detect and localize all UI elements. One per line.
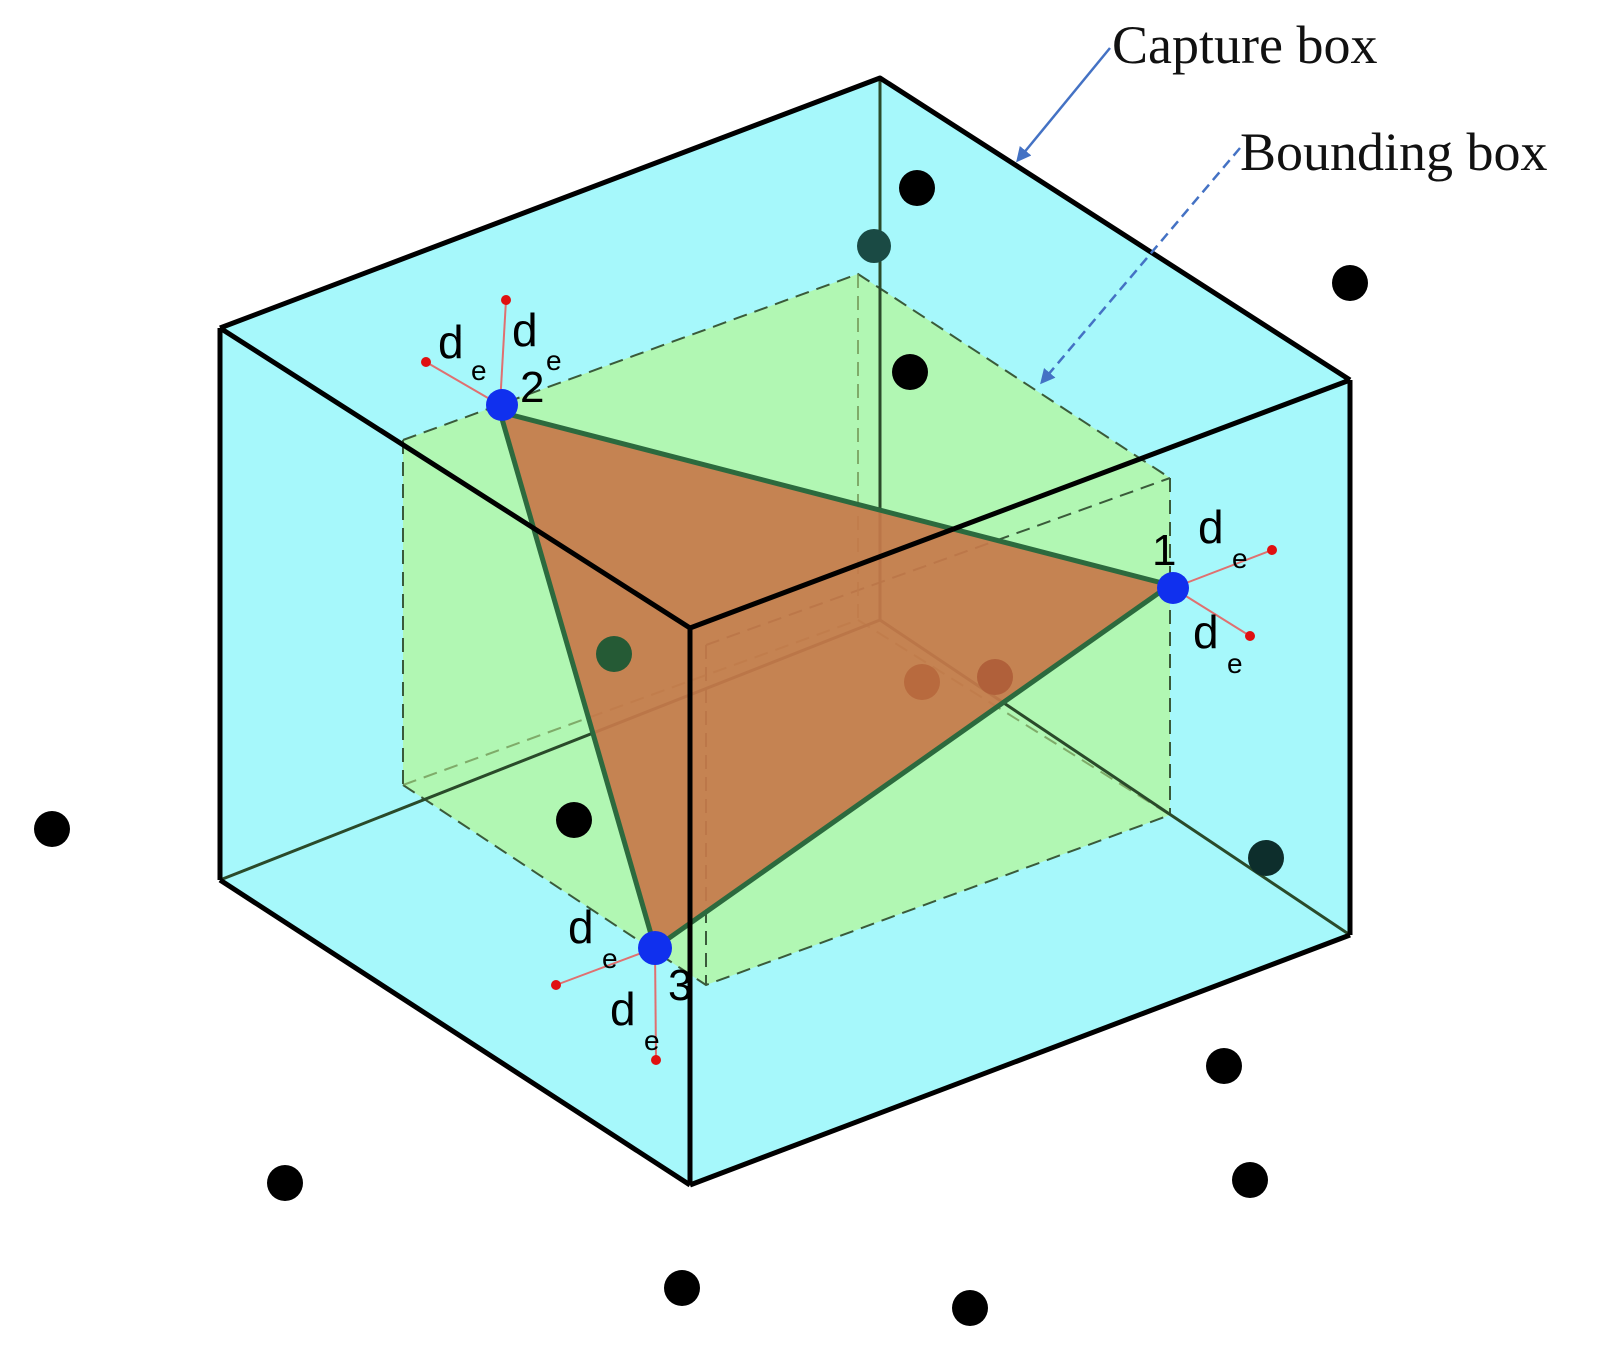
exterior-point bbox=[1206, 1048, 1242, 1084]
vertex-2: 2 d e d e bbox=[421, 295, 562, 421]
offset-marker bbox=[1267, 545, 1277, 555]
capture-box-arrow bbox=[1016, 47, 1111, 163]
capture-box-label: Capture box bbox=[1112, 15, 1377, 75]
vertex-label: 3 bbox=[668, 961, 692, 1010]
offset-subscript: e bbox=[546, 345, 562, 376]
offset-line bbox=[654, 947, 657, 1061]
interior-point bbox=[892, 354, 928, 390]
exterior-point bbox=[899, 170, 935, 206]
triangle-points bbox=[596, 636, 1013, 700]
vertex-label: 1 bbox=[1152, 526, 1176, 575]
exterior-point bbox=[952, 1290, 988, 1326]
offset-subscript: e bbox=[1232, 543, 1248, 574]
offset-line bbox=[1172, 549, 1273, 589]
vertex-label: 2 bbox=[520, 363, 544, 412]
offset-marker bbox=[551, 980, 561, 990]
vertex-1: 1 d e d e bbox=[1152, 501, 1277, 679]
offset-label: d bbox=[1193, 606, 1219, 658]
capture-box-edges bbox=[217, 75, 1353, 1188]
exterior-point bbox=[1332, 265, 1368, 301]
vertex-3: 3 d e d e bbox=[551, 901, 692, 1065]
offset-marker bbox=[1245, 631, 1255, 641]
interior-points bbox=[556, 229, 1284, 876]
offset-line bbox=[425, 361, 501, 406]
offset-subscript: e bbox=[644, 1025, 660, 1056]
bounding-box-arrow bbox=[1040, 147, 1241, 385]
offset-label: d bbox=[568, 901, 594, 953]
exterior-points bbox=[34, 170, 1368, 1326]
offset-marker bbox=[421, 357, 431, 367]
exterior-point bbox=[664, 1270, 700, 1306]
exterior-point bbox=[267, 1165, 303, 1201]
vertex-marker bbox=[1157, 572, 1189, 604]
offset-subscript: e bbox=[1227, 648, 1243, 679]
offset-subscript: e bbox=[602, 943, 618, 974]
interior-point bbox=[556, 802, 592, 838]
exterior-point bbox=[34, 811, 70, 847]
triangle-element bbox=[497, 409, 1173, 951]
interior-point bbox=[977, 659, 1013, 695]
offset-marker bbox=[651, 1055, 661, 1065]
offset-label: d bbox=[438, 316, 464, 368]
offset-line bbox=[555, 947, 656, 986]
interior-point bbox=[1248, 840, 1284, 876]
offset-label: d bbox=[610, 983, 636, 1035]
offset-label: d bbox=[512, 304, 538, 356]
interior-point bbox=[904, 664, 940, 700]
vertex-marker bbox=[638, 931, 672, 965]
exterior-point bbox=[1232, 1162, 1268, 1198]
offset-subscript: e bbox=[471, 355, 487, 386]
interior-point bbox=[596, 636, 632, 672]
offset-line bbox=[499, 299, 507, 406]
vertex-marker bbox=[486, 389, 518, 421]
bounding-box-label: Bounding box bbox=[1240, 122, 1548, 182]
offset-label: d bbox=[1198, 501, 1224, 553]
offset-marker bbox=[501, 295, 511, 305]
interior-point bbox=[857, 229, 891, 263]
